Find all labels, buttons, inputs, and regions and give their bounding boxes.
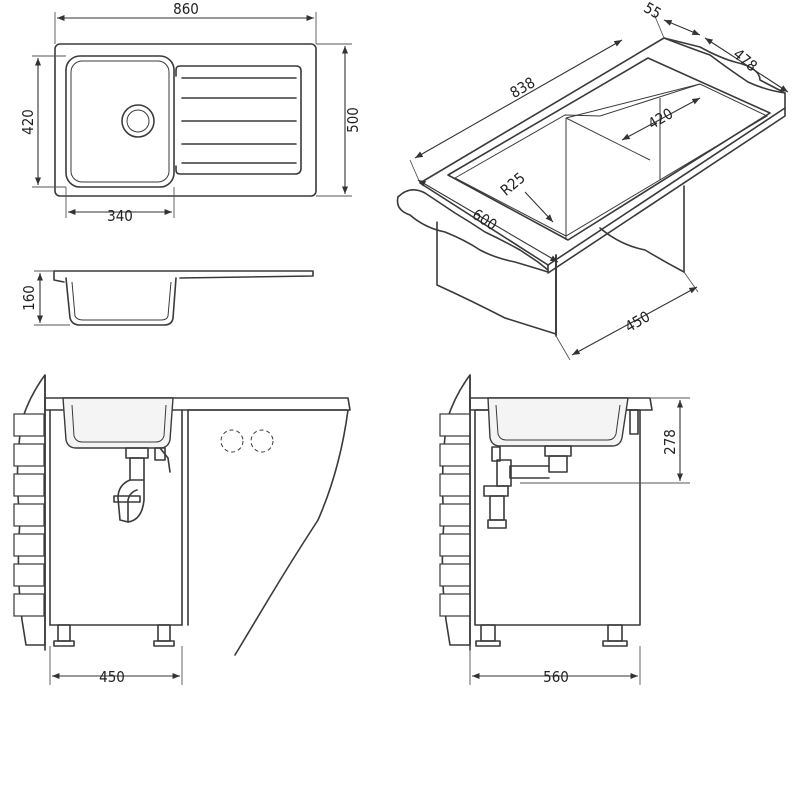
- sink-outline: [54, 43, 317, 197]
- side-siphon: [483, 445, 572, 529]
- dim-side-height: 278: [661, 429, 679, 455]
- dim-iso-cabinet-width: 450: [622, 307, 653, 335]
- top-view: 860 500 420 340: [19, 0, 362, 225]
- dim-iso-radius: R25: [497, 169, 529, 200]
- brick-wall-right: [439, 374, 471, 651]
- front-wall-cut: [187, 409, 349, 656]
- isometric-view: 838 55 478 420 R25 600 450: [396, 0, 789, 361]
- drain-inner: [126, 109, 150, 133]
- dim-top-width: 860: [173, 0, 199, 18]
- iso-countertop-front: [397, 189, 549, 271]
- section-flange: [53, 270, 314, 279]
- bowl-outer: [65, 55, 175, 188]
- drainer-grooves: [181, 77, 297, 164]
- side-installation-view: 278 560: [439, 374, 690, 686]
- dim-bowl-width: 340: [107, 207, 133, 225]
- front-siphon: [113, 447, 171, 523]
- section-bowl: [65, 277, 177, 326]
- side-legs: [475, 624, 628, 647]
- knockout-1: [220, 429, 244, 453]
- iso-cabinet-left: [436, 221, 557, 335]
- drain-outer: [121, 104, 155, 138]
- iso-cabinet-right-edge: [599, 227, 685, 273]
- dim-iso-bowl-width: 420: [645, 104, 676, 132]
- knockout-2: [250, 429, 274, 453]
- side-sink-bowl: [487, 397, 629, 447]
- dim-top-height: 500: [344, 107, 362, 133]
- section-view: 160: [20, 270, 314, 326]
- front-sink-bowl: [62, 397, 174, 449]
- dim-bowl-depth: 420: [19, 109, 37, 135]
- dim-iso-cabinet-depth: 600: [469, 205, 500, 234]
- front-legs: [53, 624, 175, 647]
- front-installation-view: 450: [13, 374, 351, 686]
- dim-sink-depth: 160: [20, 285, 38, 311]
- dim-front-cabinet-width: 450: [99, 668, 125, 686]
- bowl-inner: [70, 60, 170, 183]
- front-countertop: [44, 397, 351, 411]
- brick-wall-left: [13, 374, 46, 651]
- drainer-outline: [175, 65, 302, 175]
- dim-iso-length: 838: [507, 73, 538, 101]
- dim-side-cabinet-depth: 560: [543, 668, 569, 686]
- dim-iso-flange: 55: [641, 0, 665, 23]
